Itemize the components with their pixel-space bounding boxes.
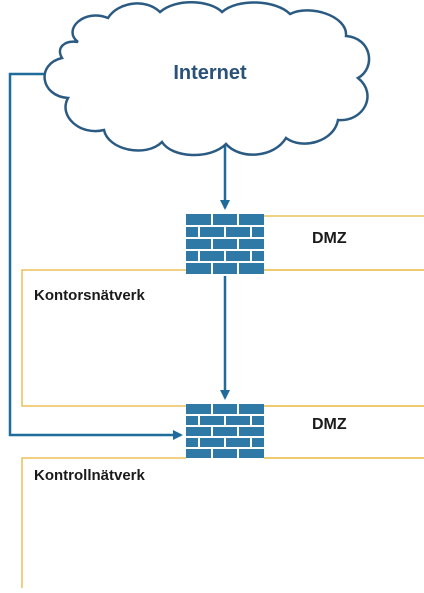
dmz-lower-label: DMZ (312, 416, 347, 433)
control-network-zone (21, 457, 424, 588)
control-network-label: Kontrollnätverk (34, 467, 145, 484)
connector-internet-bypass-to-firewall-2 (8, 72, 183, 440)
firewall-lower (186, 404, 264, 458)
firewall-upper (186, 214, 264, 274)
office-network-label: Kontorsnätverk (34, 287, 145, 304)
internet-label: Internet (173, 62, 247, 84)
dmz-upper-label: DMZ (312, 230, 347, 247)
internet-cloud (43, 1, 371, 157)
